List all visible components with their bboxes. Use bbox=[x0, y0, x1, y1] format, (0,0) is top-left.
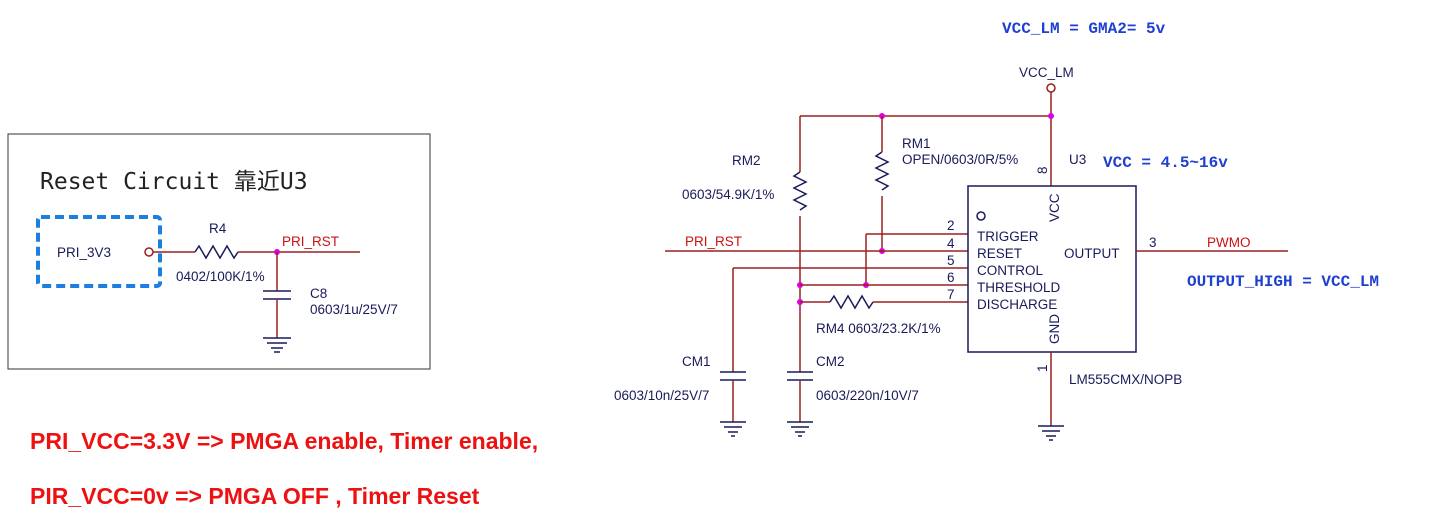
u3-pin-threshold: THRESHOLD bbox=[977, 280, 1061, 295]
rm2-value: 0603/54.9K/1% bbox=[682, 187, 774, 202]
c8-value: 0603/1u/25V/7 bbox=[310, 302, 398, 317]
vcc-range-note: VCC = 4.5~16v bbox=[1103, 154, 1228, 172]
u3-pin-gnd: GND bbox=[1047, 314, 1062, 344]
u3-pin-number-1: 1 bbox=[1035, 364, 1050, 372]
u3-pin-control: CONTROL bbox=[977, 263, 1043, 278]
vcc-junction-right bbox=[1048, 113, 1054, 119]
u3-part: LM555CMX/NOPB bbox=[1069, 372, 1182, 387]
rm4-resistor bbox=[829, 294, 874, 310]
reset-circuit-title: Reset Circuit 靠近U3 bbox=[40, 169, 308, 195]
u3-pin-discharge: DISCHARGE bbox=[977, 297, 1057, 312]
pri-rst-net-label: PRI_RST bbox=[282, 234, 339, 249]
u3-pin-number-6: 6 bbox=[947, 270, 955, 285]
u3-ground-icon bbox=[1038, 425, 1064, 441]
vcc-lm-port bbox=[1046, 83, 1056, 93]
pri-rst-main-label: PRI_RST bbox=[685, 234, 742, 249]
cm1-value: 0603/10n/25V/7 bbox=[614, 388, 709, 403]
cm2-ground-icon bbox=[787, 421, 813, 437]
cm2-ref: CM2 bbox=[816, 354, 845, 369]
vcc-lm-supply-label: VCC_LM bbox=[1019, 65, 1074, 80]
u3-pin-number-2: 2 bbox=[947, 218, 955, 233]
u3-ref: U3 bbox=[1069, 152, 1086, 167]
vcc-lm-note: VCC_LM = GMA2= 5v bbox=[1002, 20, 1166, 38]
rm2-resistor bbox=[792, 171, 808, 211]
pri-3v3-source-box bbox=[36, 215, 162, 288]
u3-pin-number-7: 7 bbox=[947, 287, 955, 302]
c8-ground-icon bbox=[263, 337, 291, 353]
rm1-ref: RM1 bbox=[902, 136, 931, 151]
u3-pin-vcc: VCC bbox=[1047, 193, 1062, 222]
u3-pin-reset: RESET bbox=[977, 246, 1022, 261]
u3-pin-trigger: TRIGGER bbox=[977, 229, 1039, 244]
note-pri-vcc-on: PRI_VCC=3.3V => PMGA enable, Timer enabl… bbox=[30, 428, 538, 454]
r4-ref: R4 bbox=[209, 221, 227, 236]
u3-pin-number-5: 5 bbox=[947, 253, 955, 268]
r4-resistor bbox=[194, 244, 239, 260]
reset-circuit-frame bbox=[7, 133, 431, 370]
rm4-label: RM4 0603/23.2K/1% bbox=[816, 321, 941, 336]
u3-pin-number-3: 3 bbox=[1149, 235, 1157, 250]
u3-pin-output: OUTPUT bbox=[1064, 246, 1120, 261]
u3-pin-number-8: 8 bbox=[1035, 166, 1050, 174]
r4-value: 0402/100K/1% bbox=[176, 269, 265, 284]
c8-ref: C8 bbox=[310, 286, 327, 301]
rm1-value: OPEN/0603/0R/5% bbox=[902, 152, 1018, 167]
output-high-note: OUTPUT_HIGH = VCC_LM bbox=[1187, 273, 1379, 291]
cm1-ground-icon bbox=[720, 421, 746, 437]
u3-pin-number-4: 4 bbox=[947, 236, 955, 251]
cm1-ref: CM1 bbox=[682, 354, 711, 369]
rm2-ref: RM2 bbox=[732, 153, 761, 168]
note-pri-vcc-off: PIR_VCC=0v => PMGA OFF , Timer Reset bbox=[30, 483, 480, 509]
u3-pin1-marker bbox=[976, 211, 986, 221]
pri-3v3-port bbox=[144, 247, 154, 257]
u3-ic-body bbox=[967, 185, 1137, 353]
pwmo-net-label: PWMO bbox=[1207, 235, 1251, 250]
rm1-resistor bbox=[874, 151, 890, 191]
cm2-value: 0603/220n/10V/7 bbox=[816, 388, 919, 403]
pri-3v3-label: PRI_3V3 bbox=[57, 245, 111, 260]
